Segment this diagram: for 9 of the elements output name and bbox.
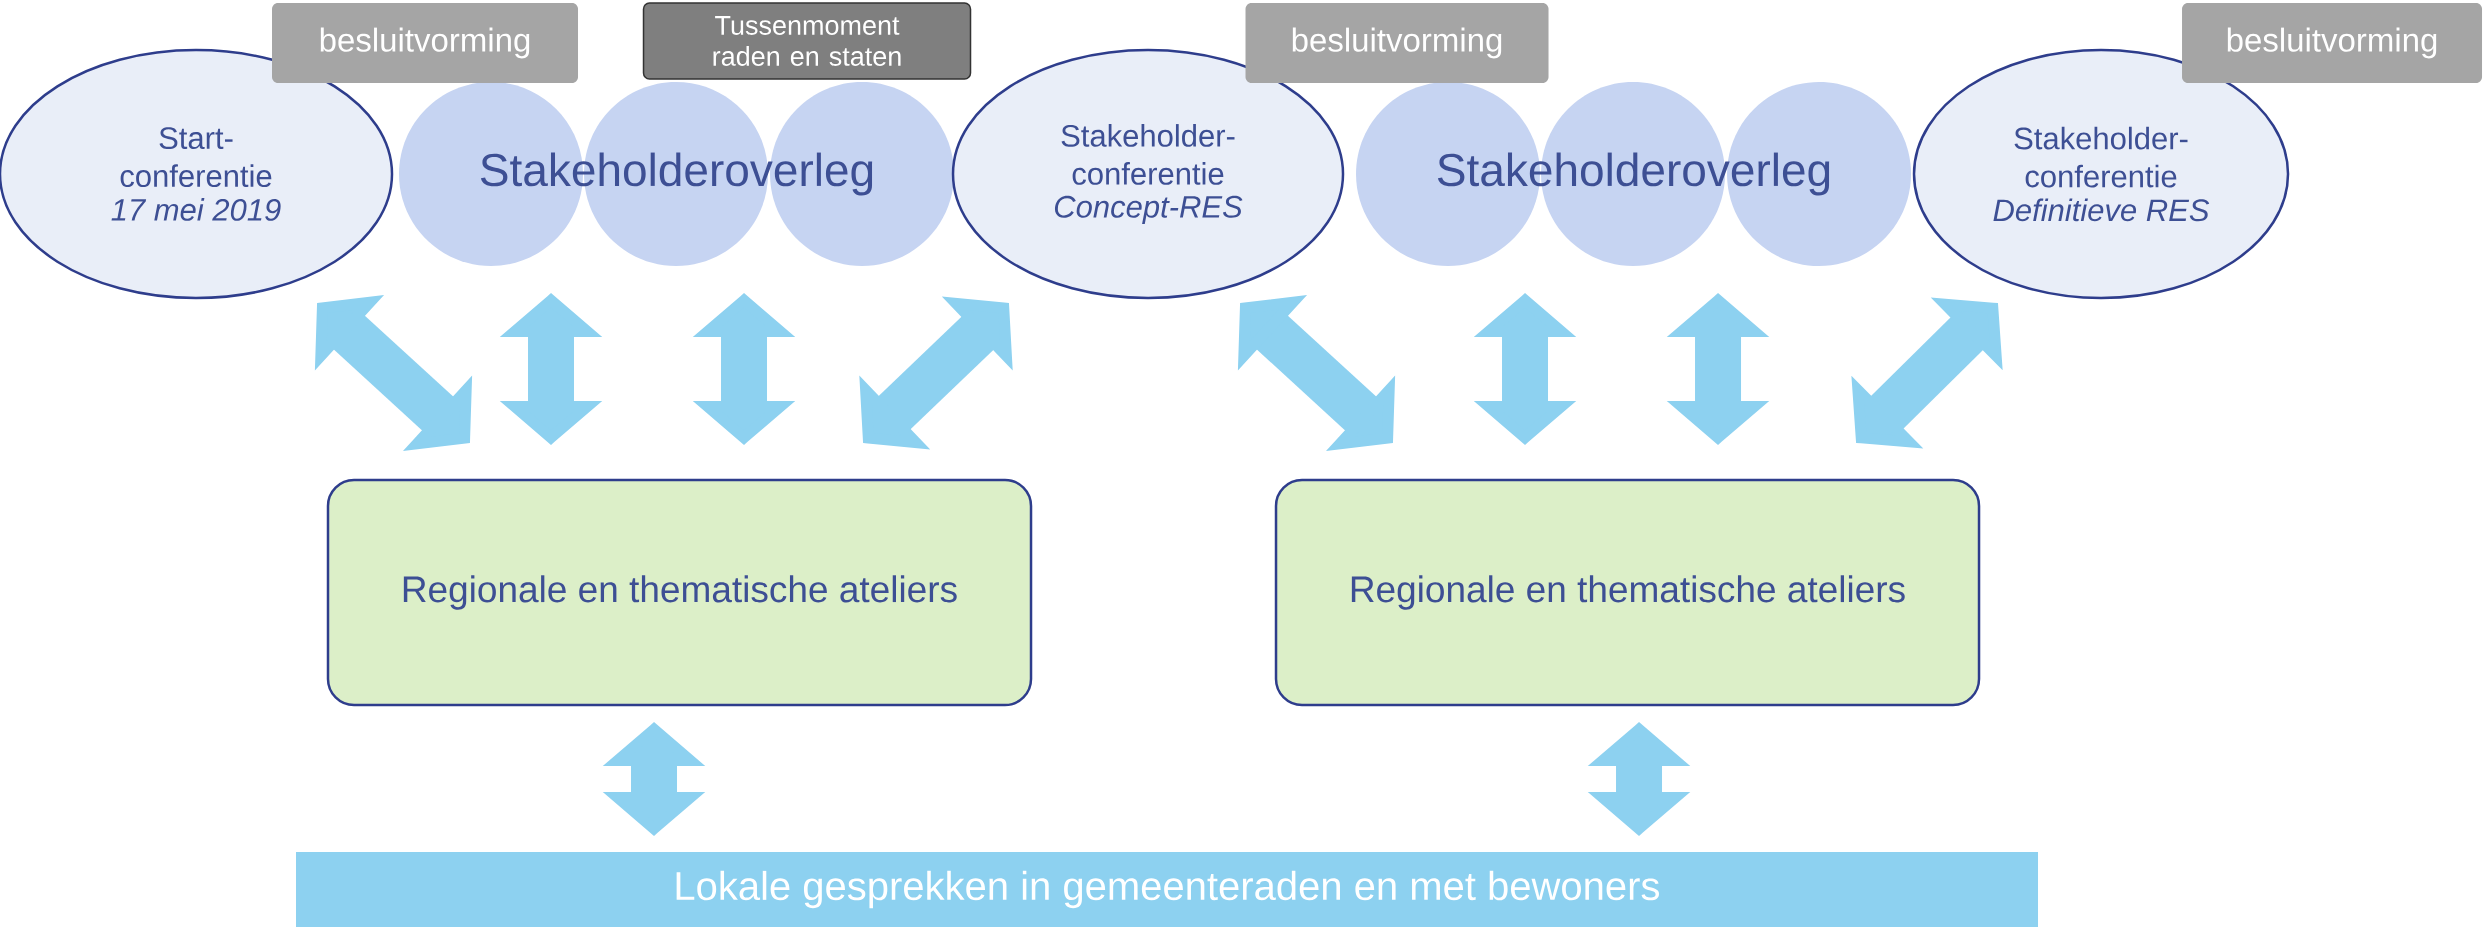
overlapping-circles: Stakeholderoverleg bbox=[399, 82, 954, 266]
workshop-box: Regionale en thematische ateliers bbox=[1274, 478, 1981, 707]
bottom-band: Lokale gesprekken in gemeenteraden en met bewoners bbox=[296, 852, 2039, 927]
decision-tag: besluitvorming bbox=[272, 3, 578, 83]
overlapping-circles: Stakeholderoverleg bbox=[1356, 82, 1912, 266]
milestone-tag: Tussenmoment raden en staten bbox=[642, 2, 972, 80]
decision-tag: besluitvorming bbox=[1245, 3, 1549, 83]
workshop-box: Regionale en thematische ateliers bbox=[326, 478, 1033, 707]
decision-tag: besluitvorming bbox=[2182, 3, 2483, 83]
